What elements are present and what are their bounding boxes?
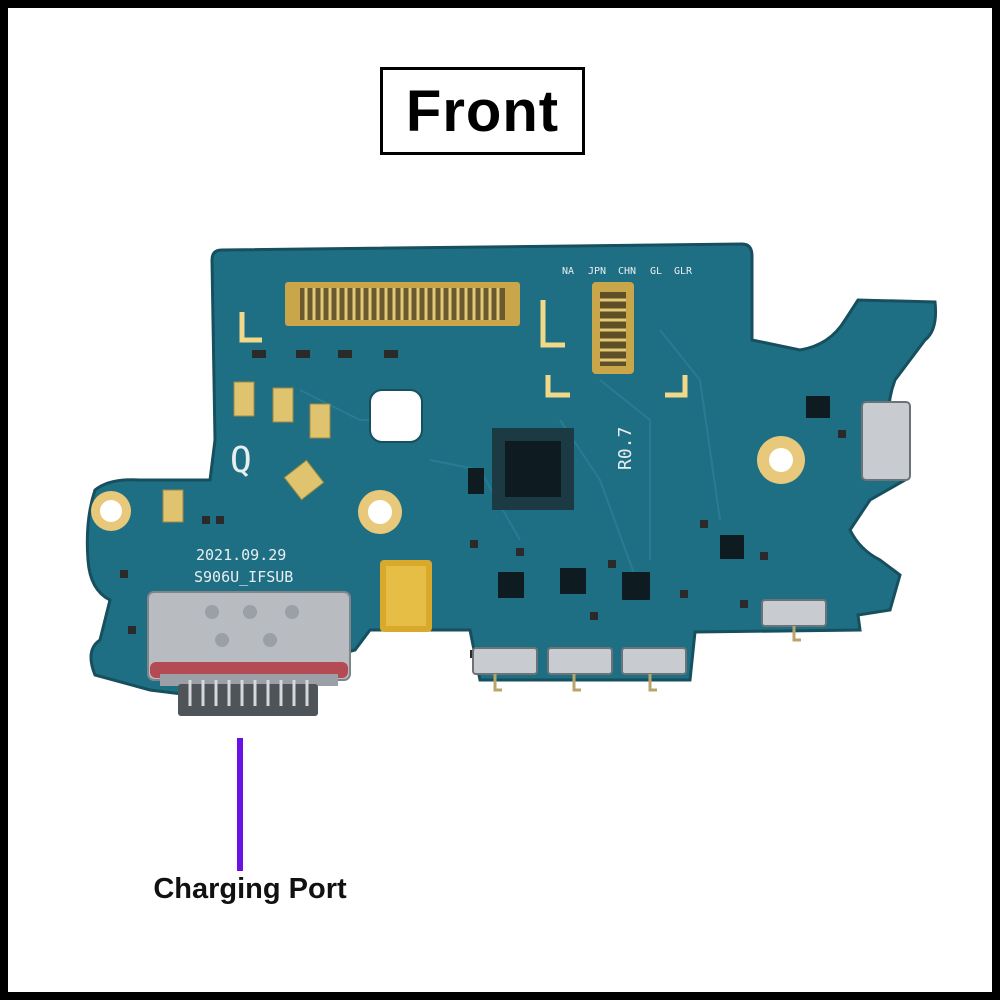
usb-c-charging-port xyxy=(147,591,351,716)
region-label-chn: CHN xyxy=(618,266,636,277)
region-label-glr: GLR xyxy=(674,266,693,277)
date-code: 2021.09.29 xyxy=(196,546,286,564)
board-connector xyxy=(285,282,520,326)
region-labels: NA JPN CHN GL GLR xyxy=(562,266,693,277)
title-label: Front xyxy=(380,67,585,155)
main-ic xyxy=(492,428,574,510)
q-mark: Q xyxy=(230,440,252,481)
region-label-gl: GL xyxy=(650,266,662,277)
microphone xyxy=(380,560,432,632)
charging-port-label: Charging Port xyxy=(153,873,347,905)
model-code: S906U_IFSUB xyxy=(194,568,293,586)
annotation-pointer-line xyxy=(237,738,243,871)
revision-label: R0.7 xyxy=(615,427,636,470)
mounting-holes xyxy=(91,436,805,534)
region-label-jpn: JPN xyxy=(588,266,606,277)
region-label-na: NA xyxy=(562,266,574,277)
sub-connector xyxy=(592,282,634,374)
